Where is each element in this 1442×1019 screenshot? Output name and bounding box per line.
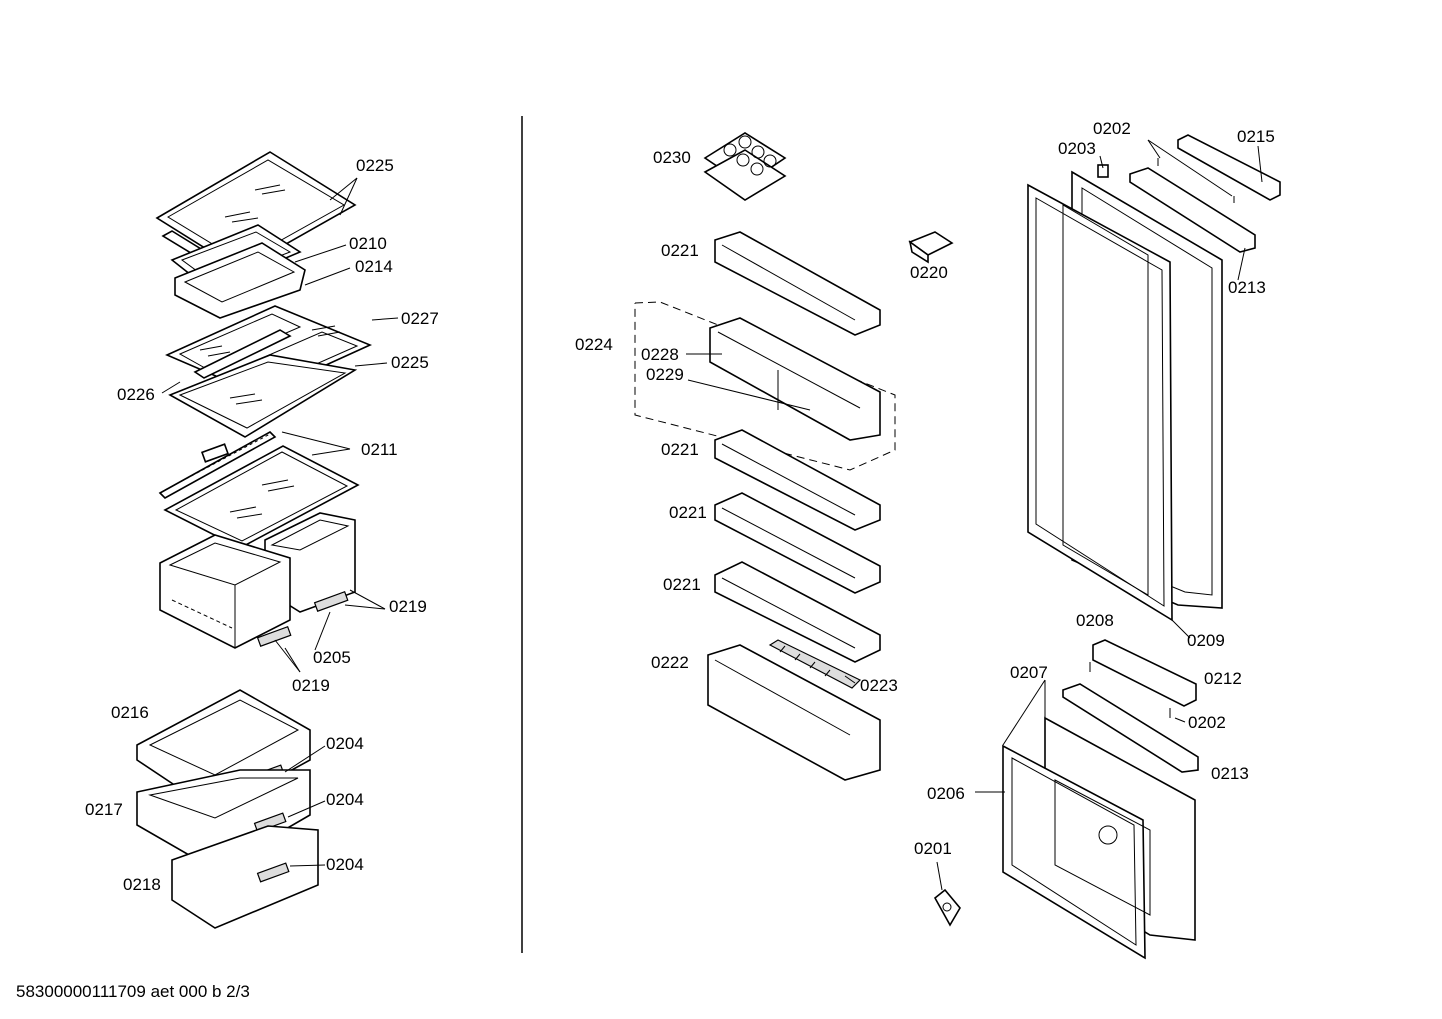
door-shelves-0221: [714, 429, 881, 663]
label-0225-lower: 0225: [391, 353, 429, 372]
label-0223: 0223: [860, 676, 898, 695]
label-0222: 0222: [651, 653, 689, 672]
label-0208: 0208: [1076, 611, 1114, 630]
label-0224: 0224: [575, 335, 613, 354]
box-0220: [908, 231, 954, 264]
label-0219-lower: 0219: [292, 676, 330, 695]
label-0209: 0209: [1187, 631, 1225, 650]
label-0207: 0207: [1010, 663, 1048, 682]
bottle-shelf-0222: [707, 644, 881, 781]
label-0201: 0201: [914, 839, 952, 858]
shelf-frame-and-tray: [170, 224, 306, 319]
label-0213-lower: 0213: [1211, 764, 1249, 783]
label-0226: 0226: [117, 385, 155, 404]
label-0230: 0230: [653, 148, 691, 167]
label-0205: 0205: [313, 648, 351, 667]
button-0201: [933, 888, 961, 927]
label-0210: 0210: [349, 234, 387, 253]
label-0204-middle: 0204: [326, 790, 364, 809]
label-0215: 0215: [1237, 127, 1275, 146]
butter-box-group: [634, 301, 896, 471]
egg-trays: [703, 132, 787, 201]
label-0220: 0220: [910, 263, 948, 282]
left-leader-lines: [161, 177, 399, 867]
label-0217: 0217: [85, 800, 123, 819]
label-0216: 0216: [111, 703, 149, 722]
freezer-drawers: [136, 689, 319, 929]
label-0221-first: 0221: [661, 241, 699, 260]
label-0211: 0211: [361, 440, 398, 459]
middle-leader-lines: [686, 353, 856, 684]
label-0221-fourth: 0221: [663, 575, 701, 594]
label-0228: 0228: [641, 345, 679, 364]
label-0214: 0214: [355, 257, 393, 276]
label-0221-second: 0221: [661, 440, 699, 459]
label-0227: 0227: [401, 309, 439, 328]
label-0221-third: 0221: [669, 503, 707, 522]
label-0204-top: 0204: [326, 734, 364, 753]
label-0204-bottom: 0204: [326, 855, 364, 874]
freezer-door: [1002, 716, 1196, 960]
glass-shelf-lower: [168, 354, 358, 438]
hinge-0213-lower: [1062, 662, 1199, 773]
fridge-door-upper: [1027, 170, 1223, 622]
label-0212: 0212: [1204, 669, 1242, 688]
right-leader-lines: [936, 139, 1263, 891]
label-0202-lower: 0202: [1188, 713, 1226, 732]
label-0203: 0203: [1058, 139, 1096, 158]
label-0206: 0206: [927, 784, 965, 803]
label-0229: 0229: [646, 365, 684, 384]
cover-0212: [1092, 639, 1197, 707]
drawing-reference-footer: 58300000111709 aet 000 b 2/3: [16, 982, 250, 1001]
hinge-0213-top: [1097, 158, 1256, 253]
crisper-bins: [159, 512, 356, 649]
label-0213-upper: 0213: [1228, 278, 1266, 297]
bottle-rack-0223: [768, 639, 862, 689]
label-0219-upper: 0219: [389, 597, 427, 616]
door-shelf-0221-top: [714, 231, 881, 336]
cover-0215: [1177, 134, 1281, 201]
label-0202-upper: 0202: [1093, 119, 1131, 138]
label-0225-upper: 0225: [356, 156, 394, 175]
label-0218: 0218: [123, 875, 161, 894]
